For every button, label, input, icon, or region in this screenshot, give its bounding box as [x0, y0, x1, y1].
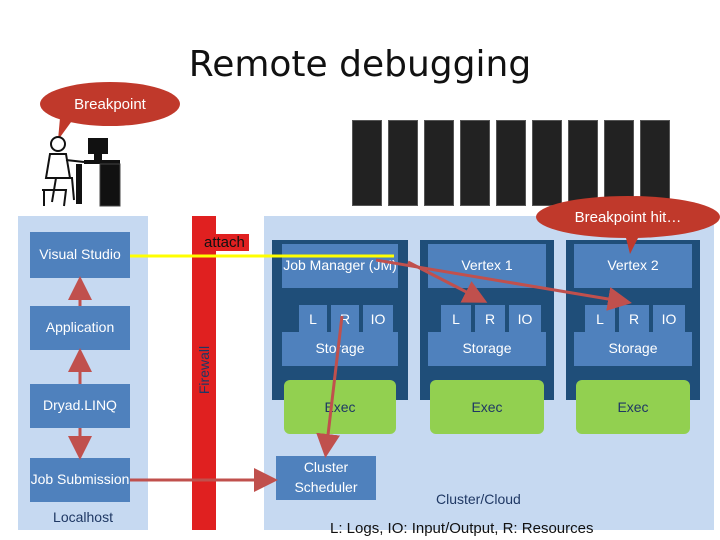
cluster-label: Cluster/Cloud: [436, 491, 521, 507]
arrow-jm-to-scheduler: [316, 315, 344, 458]
visual-studio-box: Visual Studio: [30, 232, 130, 278]
v1-exec-label: Exec: [471, 399, 503, 415]
server-rack-icon: [460, 120, 490, 206]
server-rack-icon: [568, 120, 598, 206]
attach-label: attach: [200, 234, 249, 251]
v2-storage-box: Storage: [574, 332, 692, 366]
jm-resources-box: R: [330, 304, 360, 334]
server-rack-icon: [496, 120, 526, 206]
job-manager-box: Job Manager (JM): [282, 244, 398, 288]
server-rack-icon: [424, 120, 454, 206]
cluster-scheduler-label: Cluster Scheduler: [294, 459, 358, 495]
v1-logs-label: L: [452, 311, 460, 327]
server-rack-icon: [388, 120, 418, 206]
v2-exec-label: Exec: [617, 399, 649, 415]
v2-logs-label: L: [596, 311, 604, 327]
v2-io-label: IO: [661, 311, 677, 327]
firewall-bar: [192, 216, 216, 530]
jm-exec-box: Exec: [284, 380, 396, 434]
vertex-1-box: Vertex 1: [428, 244, 546, 288]
v2-exec-box: Exec: [576, 380, 690, 434]
application-label: Application: [45, 319, 115, 336]
dryadlinq-box: Dryad.LINQ: [30, 384, 130, 428]
jm-logs-box: L: [298, 304, 328, 334]
job-submission-box: Job Submission: [30, 458, 130, 502]
arrow-jm-to-vertex2: [375, 258, 632, 311]
legend: L: Logs, IO: Input/Output, R: Resources: [330, 520, 594, 537]
jm-logs-label: L: [309, 311, 317, 327]
breakpoint-hit-tail-icon: [624, 230, 642, 254]
v2-storage-label: Storage: [608, 340, 658, 357]
jm-resources-label: R: [339, 311, 351, 327]
breakpoint-hit-bubble: Breakpoint hit…: [536, 196, 720, 238]
vertex-2-box: Vertex 2: [574, 244, 692, 288]
cluster-scheduler-box: Cluster Scheduler: [276, 456, 376, 500]
jm-io-label: IO: [370, 311, 386, 327]
dryadlinq-label: Dryad.LINQ: [43, 397, 117, 414]
localhost-label: Localhost: [53, 509, 113, 525]
breakpoint-bubble-label: Breakpoint: [74, 95, 146, 113]
v2-resources-label: R: [628, 311, 640, 327]
server-rack-icon: [532, 120, 562, 206]
server-racks: [352, 120, 682, 206]
server-rack-icon: [640, 120, 670, 206]
breakpoint-bubble-tail-icon: [58, 118, 74, 140]
vertex-1-label: Vertex 1: [461, 257, 513, 274]
application-box: Application: [30, 306, 130, 350]
job-submission-label: Job Submission: [30, 471, 130, 488]
page-title: Remote debugging: [188, 44, 532, 85]
v1-resources-label: R: [484, 311, 496, 327]
v1-storage-label: Storage: [462, 340, 512, 357]
server-rack-icon: [604, 120, 634, 206]
developer-workstation-icon: [42, 136, 121, 207]
v1-exec-box: Exec: [430, 380, 544, 434]
v1-resources-box: R: [474, 304, 506, 334]
server-rack-icon: [352, 120, 382, 206]
job-manager-label: Job Manager (JM): [283, 257, 397, 274]
jm-storage-label: Storage: [315, 340, 365, 357]
visual-studio-label: Visual Studio: [39, 246, 121, 263]
v1-storage-box: Storage: [428, 332, 546, 366]
breakpoint-hit-label: Breakpoint hit…: [574, 208, 682, 226]
v1-io-label: IO: [517, 311, 533, 327]
vertex-2-label: Vertex 2: [607, 257, 659, 274]
